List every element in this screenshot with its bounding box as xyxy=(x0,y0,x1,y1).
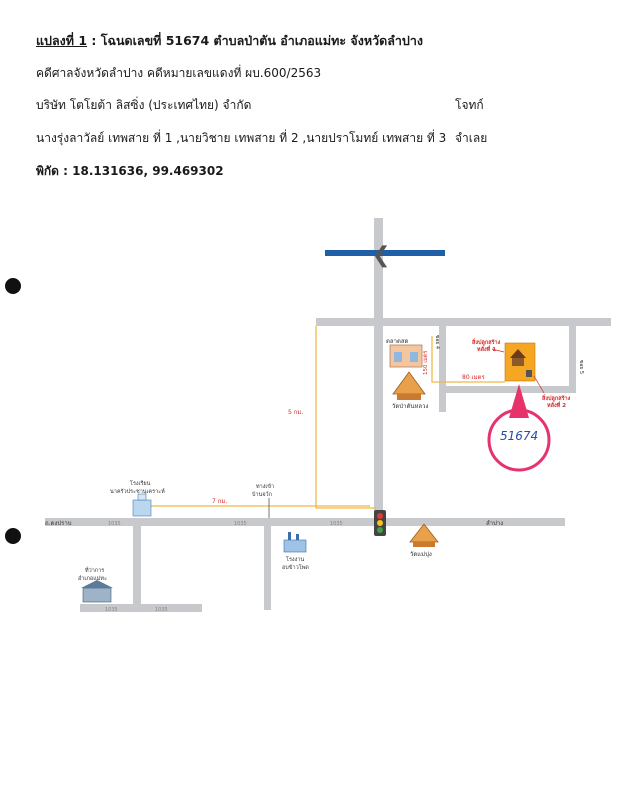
road-north-east xyxy=(316,318,611,326)
traffic-light xyxy=(374,510,386,536)
building-1-label-1: สิ่งปลูกสร้าง xyxy=(471,338,500,347)
road-main-horizontal xyxy=(45,518,565,526)
road-distance-80: 80 เมตร xyxy=(462,374,485,381)
route-main xyxy=(315,326,376,509)
defendant-role: จำเลย xyxy=(455,131,488,145)
plaintiff-name: บริษัท โตโยต้า ลิสซิ่ง (ประเทศไทย) จำกัด xyxy=(36,98,252,112)
market-label: ตลาดสด xyxy=(386,338,409,345)
soi5-label: ซอย 5 xyxy=(578,360,584,374)
blue-line-bracket: ❮ xyxy=(372,243,390,268)
punch-hole-bottom xyxy=(5,528,21,544)
distance-7km: 7 กม. xyxy=(212,498,227,505)
court-case: คดีศาลจังหวัดลำปาง คดีหมายเลขแดงที่ ผบ.6… xyxy=(36,66,322,80)
office-label-1: ที่ว่าการ xyxy=(85,566,105,574)
road-left-label: ถ.ดงปราบ xyxy=(45,520,72,527)
building-2-label-2: หลังที่ 2 xyxy=(547,401,566,409)
office-icon xyxy=(81,580,113,603)
school-label-2: นาครัวประชานุเคราะห์ xyxy=(110,488,165,495)
blue-line xyxy=(325,250,445,256)
road-south-bottom xyxy=(80,604,202,612)
plot-handwritten-number: 51674 xyxy=(500,429,538,443)
building-2-icon xyxy=(526,370,532,377)
market-distance: 150 เมตร xyxy=(423,351,429,375)
highway-label-b: 1035 xyxy=(234,521,247,527)
road-south-west xyxy=(133,526,141,610)
plaintiff-role: โจทก์ xyxy=(455,98,484,112)
highway-label-e: 1035 xyxy=(155,607,168,613)
temple-south-icon xyxy=(409,523,439,547)
building-1-icon xyxy=(510,349,526,358)
road-soi4 xyxy=(439,326,446,412)
factory-icon xyxy=(283,532,307,553)
location-marker xyxy=(487,384,551,472)
temple-north-label: วัดป่าตันหลวง xyxy=(392,403,428,410)
punch-hole-top xyxy=(5,278,21,294)
building-1-label-2: หลังที่ 1 xyxy=(477,345,496,353)
market-icon xyxy=(389,344,423,368)
road-right-label: ลำปาง xyxy=(486,520,503,527)
highway-label-c: 1035 xyxy=(330,521,343,527)
plot-heading: แปลงที่ 1 : โฉนดเลขที่ 51674 ตำบลป่าตัน … xyxy=(36,31,423,51)
road-main-vertical xyxy=(374,218,383,520)
building-2-label-1: สิ่งปลูกสร้าง xyxy=(541,394,570,403)
road-east-link xyxy=(446,386,576,393)
plot-title: : โฉนดเลขที่ 51674 ตำบลป่าตัน อำเภอแม่ทะ… xyxy=(87,33,423,48)
route-lines xyxy=(150,326,505,509)
highway-label-d: 1035 xyxy=(105,607,118,613)
highway-label-a: 1035 xyxy=(108,521,121,527)
location-map: ❮ ตลาดสด 150 เมตร 80 เมตร ซอย 4 ซอย 5 วั… xyxy=(45,218,611,613)
temple-south-label: วัดแม่ปุง xyxy=(410,551,432,558)
road-soi5 xyxy=(569,326,576,393)
route-market xyxy=(431,336,505,383)
coordinates: พิกัด : 18.131636, 99.469302 xyxy=(36,164,224,178)
office-label-2: อำเภอแม่ทะ xyxy=(78,575,107,582)
distance-5km: 5 กม. xyxy=(288,409,303,416)
junction-label-2: บ้านจว์ก xyxy=(252,491,272,498)
defendants: นางรุ่งลาวัลย์ เทพสาย ที่ 1 ,นายวิชาย เท… xyxy=(36,131,447,145)
factory-label-2: อบข้าวโพด xyxy=(282,563,309,571)
school-icon xyxy=(132,493,152,517)
school-label-1: โรงเรียน xyxy=(130,479,151,487)
temple-north-icon xyxy=(392,371,426,400)
plot-label: แปลงที่ 1 xyxy=(36,33,88,48)
road-junction-south xyxy=(264,526,271,610)
soi4-label: ซอย 4 xyxy=(434,335,440,349)
factory-label-1: โรงงาน xyxy=(286,555,304,563)
road-network xyxy=(45,218,611,612)
junction-label-1: ทางเข้า xyxy=(256,483,274,490)
